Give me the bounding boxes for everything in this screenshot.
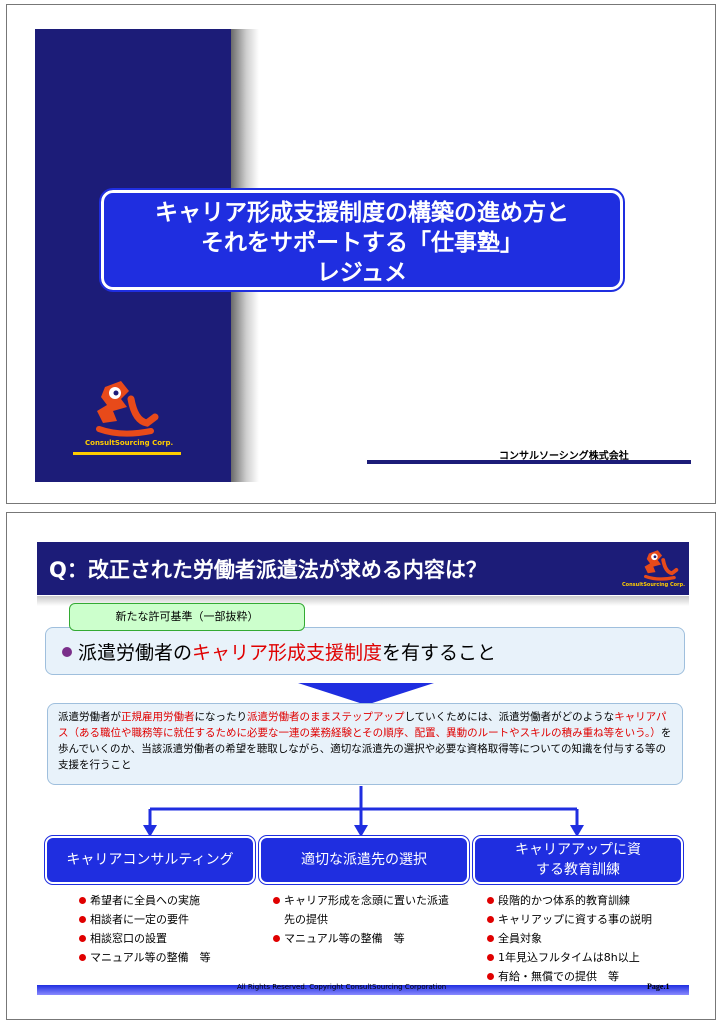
title-line-3: レジュメ [316,260,408,286]
list-item: 全員対象 [487,929,652,948]
consultsourcing-logo-icon [644,550,679,581]
criteria-tag: 新たな許可基準（一部抜粋） [69,603,305,631]
list-item: 相談窓口の設置 [79,929,211,948]
logo-underline [73,452,181,455]
title-line-2: それをサポートする「仕事塾」 [201,230,523,256]
placement-list: キャリア形成を念頭に置いた派遣先の提供 マニュアル等の整備 等 [273,891,453,948]
list-item: 有給・無償での提供 等 [487,967,652,986]
question-header: Q：改正された労働者派遣法が求める内容は？ ConsultSourcing Co… [37,542,689,595]
desc-part-4: 派遣労働者のままステップアップ [247,711,405,723]
title-slide: キャリア形成支援制度の構築の進め方と それをサポートする「仕事塾」 レジュメ C… [6,4,716,504]
requirement-box: 派遣労働者のキャリア形成支援制度を有すること [45,627,685,675]
consulting-list: 希望者に全員への実施 相談者に一定の要件 相談窓口の設置 マニュアル等の整備 等 [79,891,211,967]
down-arrow-icon [298,683,434,705]
desc-part-6: キャリアパス（ある職位や職務等に就任するために必要な一連の業務経験とその順序、配… [58,711,667,739]
company-name: コンサルソーシング株式会社 [499,451,629,462]
list-item: 段階的かつ体系的教育訓練 [487,891,652,910]
list-item: キャリアップに資する事の説明 [487,910,652,929]
column-header-training-label: キャリアアップに資する教育訓練 [515,842,641,878]
bullet-dot-icon [62,647,72,657]
title-line-1: キャリア形成支援制度の構築の進め方と [155,200,569,226]
copyright-text: All Rights Reserved. Copyright ConsultSo… [237,983,447,991]
desc-part-1: 派遣労働者が [58,711,121,723]
requirement-text-before: 派遣労働者の [78,642,193,664]
logo-text: ConsultSourcing Corp. [622,582,685,588]
column-header-consulting: キャリアコンサルティング [44,835,256,885]
desc-part-3: になったり [194,711,248,723]
desc-part-7: を歩んでいくのか、当該派遣労働者の希望を聴取しながら、適切な派遣先の選択や必要な… [58,727,672,771]
desc-part-2: 正規雇用労働者 [121,711,195,723]
list-item: 1年見込フルタイムは8h以上 [487,948,652,967]
list-item: マニュアル等の整備 等 [79,948,211,967]
list-item: 相談者に一定の要件 [79,910,211,929]
requirement-text-after: を有すること [382,642,497,664]
list-item: マニュアル等の整備 等 [273,929,453,948]
column-header-training: キャリアアップに資する教育訓練 [472,835,684,885]
header-shadow [37,596,689,606]
title-box: キャリア形成支援制度の構築の進め方と それをサポートする「仕事塾」 レジュメ [99,188,625,292]
consultsourcing-logo-icon [96,381,159,437]
desc-part-5: していくためには、派遣労働者がどのような [404,711,615,723]
content-slide: Q：改正された労働者派遣法が求める内容は？ ConsultSourcing Co… [6,512,716,1020]
question-title: Q：改正された労働者派遣法が求める内容は？ [49,558,487,582]
footer-bar [37,985,689,995]
page-number: Page.1 [647,982,670,991]
list-item: キャリア形成を念頭に置いた派遣先の提供 [273,891,453,929]
logo-text: ConsultSourcing Corp. [85,439,174,447]
training-list: 段階的かつ体系的教育訓練 キャリアップに資する事の説明 全員対象 1年見込フルタ… [487,891,652,986]
requirement-highlight: キャリア形成支援制度 [192,642,383,664]
company-underline [367,460,691,464]
list-item: 希望者に全員への実施 [79,891,211,910]
description-box: 派遣労働者が正規雇用労働者になったり派遣労働者のままステップアップしていくために… [47,703,683,785]
branch-connectors [143,786,584,837]
column-header-placement: 適切な派遣先の選択 [258,835,470,885]
